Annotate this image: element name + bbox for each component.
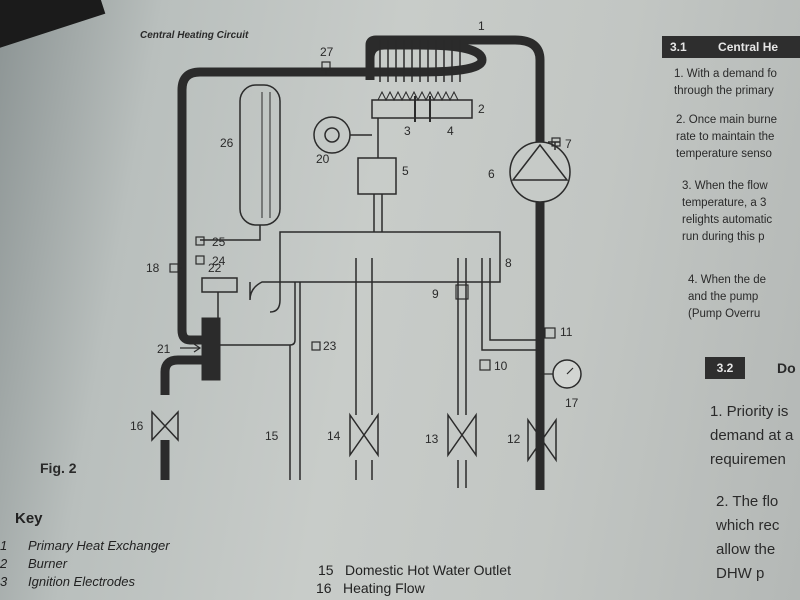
callout-21: 21 xyxy=(157,342,171,356)
text-line: 1. With a demand fo xyxy=(674,68,777,80)
heating-loop-pipe xyxy=(177,35,545,490)
callout-24: 24 xyxy=(212,254,226,268)
gas-valve-box xyxy=(357,157,397,195)
text-line: temperature, a 3 xyxy=(682,197,767,209)
fan-outer xyxy=(313,116,351,154)
hydraulic-block xyxy=(279,231,501,283)
callout-22: 22 xyxy=(208,261,222,275)
heating-flow-pipe xyxy=(160,355,210,395)
expansion-vessel xyxy=(239,84,281,226)
callout-16: 16 xyxy=(130,419,144,433)
key-item-num: 16 xyxy=(316,580,332,596)
text-line: 1. Priority is xyxy=(710,403,789,420)
pump-circle xyxy=(509,141,571,203)
section-number: 3.1 xyxy=(670,40,687,54)
paragraph-3-1-1: 1. With a demand fo through the primary xyxy=(674,66,777,100)
valve-13 xyxy=(447,412,477,458)
callout-15: 15 xyxy=(265,429,279,443)
key-item-label: Domestic Hot Water Outlet xyxy=(345,562,511,578)
heat-exchanger-fins xyxy=(379,40,461,82)
callout-7: 7 xyxy=(565,137,572,151)
key-item-16: 16 Heating Flow xyxy=(316,580,425,596)
text-line: requiremen xyxy=(710,451,786,468)
callout-12: 12 xyxy=(507,432,521,446)
callout-14: 14 xyxy=(327,429,341,443)
diverter-valve xyxy=(201,277,238,293)
ignition-electrodes xyxy=(414,96,431,122)
key-item-3: 3 Ignition Electrodes xyxy=(0,574,135,589)
paragraph-3-1-4: 4. When the de and the pump (Pump Overru xyxy=(688,272,766,323)
key-heading: Key xyxy=(15,510,43,527)
burner-flames xyxy=(377,90,459,102)
callout-27: 27 xyxy=(320,45,334,59)
text-line: which rec xyxy=(716,517,780,534)
section-header-3-1: 3.1 Central He xyxy=(662,36,800,58)
text-line: demand at a xyxy=(710,427,794,444)
callout-10: 10 xyxy=(494,359,508,373)
text-line: allow the xyxy=(716,541,776,558)
section-header-3-2-number: 3.2 xyxy=(705,357,745,379)
callout-3: 3 xyxy=(404,124,411,138)
callout-20: 20 xyxy=(316,152,330,166)
callout-2: 2 xyxy=(478,102,485,116)
text-line: DHW p xyxy=(716,565,765,582)
figure-label: Fig. 2 xyxy=(40,460,77,476)
key-item-label: Ignition Electrodes xyxy=(28,574,135,589)
callout-6: 6 xyxy=(488,167,495,181)
burner-box xyxy=(371,99,473,119)
callout-8: 8 xyxy=(505,256,512,270)
text-line: rate to maintain the xyxy=(676,131,775,143)
callout-11: 11 xyxy=(560,325,573,339)
callout-25: 25 xyxy=(212,235,226,249)
callout-18: 18 xyxy=(146,261,160,275)
section-title: Do xyxy=(777,360,796,376)
text-column: 3.1 Central He 1. With a demand fo throug… xyxy=(640,0,800,600)
key-item-15: 15 Domestic Hot Water Outlet xyxy=(318,562,511,578)
text-line: (Pump Overru xyxy=(688,308,761,320)
valve-14 xyxy=(349,412,379,458)
paragraph-3-1-3: 3. When the flow temperature, a 3 relights… xyxy=(682,178,772,246)
text-line: and the pump xyxy=(688,291,759,303)
central-heating-diagram: Central Heating Circuit Fig. 2 1 2 3 4 5… xyxy=(40,19,582,490)
text-line: 4. When the de xyxy=(688,274,766,286)
text-line: relights automatic xyxy=(682,214,773,226)
text-line: through the primary xyxy=(674,85,774,97)
key-item-label: Burner xyxy=(28,556,68,571)
key-item-label: Heating Flow xyxy=(343,580,425,596)
text-line: 2. Once main burne xyxy=(676,114,778,126)
pump-arrow xyxy=(511,143,569,181)
valve-16 xyxy=(151,410,179,442)
paragraph-3-2-1: 1. Priority is demand at a requiremen xyxy=(710,400,793,472)
valve-12 xyxy=(527,417,557,463)
key-item-num: 3 xyxy=(0,574,8,589)
callout-5: 5 xyxy=(402,164,409,178)
callout-26: 26 xyxy=(220,136,234,150)
section-title: Central He xyxy=(718,40,779,54)
callout-1: 1 xyxy=(478,19,485,33)
callout-9: 9 xyxy=(432,287,439,301)
key-item-num: 1 xyxy=(0,538,8,553)
paragraph-3-1-2: 2. Once main burne rate to maintain the te… xyxy=(676,112,777,163)
key-item-num: 15 xyxy=(318,562,334,578)
callout-23: 23 xyxy=(323,339,337,353)
plate-heat-exchanger xyxy=(201,317,221,381)
callout-17: 17 xyxy=(565,396,579,410)
key-item-label: Primary Heat Exchanger xyxy=(28,538,170,553)
diagram-title: Central Heating Circuit xyxy=(140,30,249,41)
text-line: temperature senso xyxy=(676,148,772,160)
fan-inner xyxy=(324,127,340,143)
callout-4: 4 xyxy=(447,124,454,138)
key-item-num: 2 xyxy=(0,556,8,571)
text-line: 2. The flo xyxy=(716,493,779,510)
key-item-1: 1 Primary Heat Exchanger xyxy=(0,538,170,553)
text-line: run during this p xyxy=(682,231,765,243)
text-line: 3. When the flow xyxy=(682,180,768,192)
key-item-2: 2 Burner xyxy=(0,556,67,571)
callout-13: 13 xyxy=(425,432,439,446)
